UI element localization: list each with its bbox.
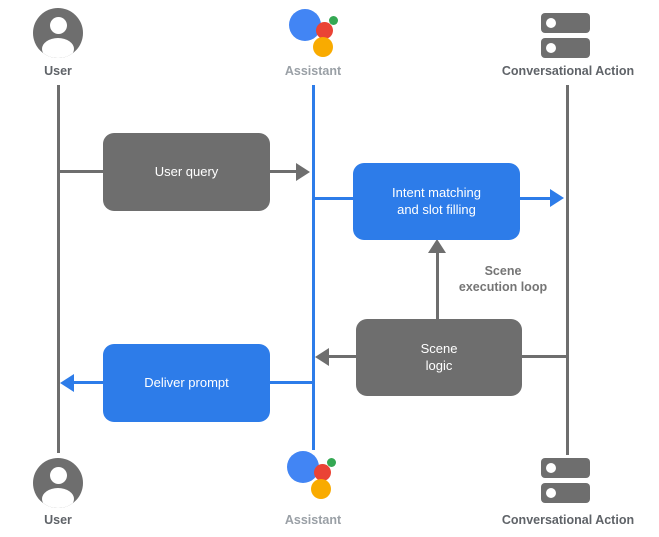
assistant-blue-circle [289, 9, 321, 41]
conversational-action-icon [541, 13, 590, 58]
scene-logic-box-label: Scene logic [420, 340, 458, 373]
server-rack [541, 38, 590, 58]
deliver-prompt-box-label: Deliver prompt [144, 374, 229, 390]
assistant-icon [287, 7, 339, 59]
line-scene-to-conversational-action [522, 355, 567, 358]
server-rack [541, 13, 590, 33]
assistant-green-circle [329, 16, 338, 25]
arrowhead-right-icon [296, 163, 310, 181]
user-query-box: User query [103, 133, 270, 211]
scene-execution-loop-label: Scene execution loop [458, 264, 548, 294]
arrowhead-right-icon [550, 189, 564, 207]
server-rack [541, 483, 590, 503]
arrow-line-scene-loop [436, 253, 439, 319]
assistant-icon [285, 449, 337, 501]
intent-matching-box-label: Intent matching and slot filling [392, 184, 481, 217]
actor-label-user-top: User [44, 64, 72, 78]
user-icon [33, 458, 83, 508]
actor-label-conversational-action-bottom: Conversational Action [501, 513, 635, 527]
actor-label-assistant-top: Assistant [284, 64, 342, 78]
arrow-line-scene-to-assistant [329, 355, 357, 358]
actor-label-conversational-action-top: Conversational Action [501, 64, 635, 78]
user-icon [33, 8, 83, 58]
assistant-red-circle [314, 464, 331, 481]
actor-label-assistant-bottom: Assistant [284, 513, 342, 527]
assistant-yellow-circle [311, 479, 331, 499]
assistant-blue-circle [287, 451, 319, 483]
intent-matching-box: Intent matching and slot filling [353, 163, 520, 240]
deliver-prompt-box: Deliver prompt [103, 344, 270, 422]
lifeline-assistant [312, 85, 315, 450]
lifeline-user [57, 85, 60, 453]
assistant-yellow-circle [313, 37, 333, 57]
user-icon-body [42, 38, 74, 58]
assistant-red-circle [316, 22, 333, 39]
server-rack [541, 458, 590, 478]
arrowhead-up-icon [428, 239, 446, 253]
user-icon-head [49, 17, 67, 34]
user-icon-head [49, 467, 67, 484]
user-query-box-label: User query [154, 163, 219, 179]
conversational-action-icon [541, 458, 590, 503]
assistant-green-circle [327, 458, 336, 467]
arrowhead-left-icon [315, 348, 329, 366]
lifeline-conversational-action [566, 85, 569, 455]
scene-logic-box: Scene logic [356, 319, 522, 396]
actor-label-user-bottom: User [44, 513, 72, 527]
arrowhead-left-icon [60, 374, 74, 392]
user-icon-body [42, 488, 74, 508]
